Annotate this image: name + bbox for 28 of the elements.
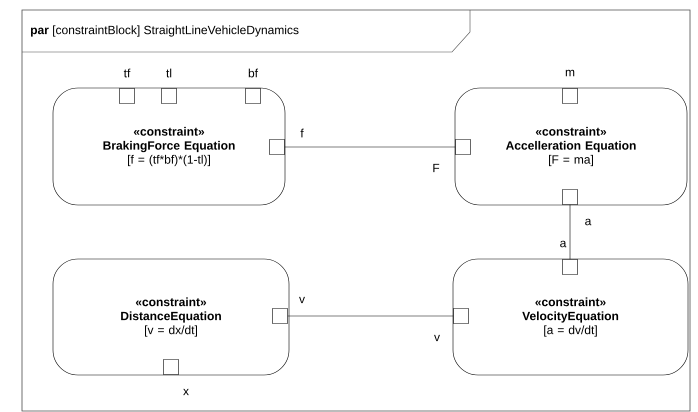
port-label: v	[299, 296, 305, 304]
port-label: f	[300, 128, 304, 138]
port-box	[455, 139, 471, 155]
frame-heading: par [constraintBlock] StraightLineVehicleDynamics	[30, 25, 299, 37]
connector-line	[284, 146, 456, 148]
port-box	[562, 189, 578, 205]
port-box	[269, 139, 285, 155]
port-box	[245, 88, 261, 104]
port-box	[161, 88, 177, 104]
port-box	[562, 259, 578, 275]
port-label: x	[183, 388, 189, 396]
port-box	[562, 88, 578, 104]
port-label: bf	[248, 68, 258, 78]
constraint-block: «constraint» DistanceEquation [v = dx/dt]	[52, 258, 290, 376]
constraint-block: «constraint» BrakingForce Equation [f = (tf*bf)*(1-tl)]	[52, 88, 286, 206]
port-label: tl	[166, 68, 172, 78]
port-box	[163, 359, 179, 375]
port-box	[272, 308, 288, 324]
port-label: tf	[124, 68, 130, 78]
port-box	[453, 308, 469, 324]
port-label: a	[560, 240, 566, 248]
port-label: a	[585, 218, 592, 226]
port-label: v	[434, 334, 440, 342]
constraint-block: «constraint» Accelleration Equation [F = ma]	[454, 88, 688, 206]
port-box	[119, 88, 135, 104]
port-label: F	[433, 164, 440, 172]
port-label: m	[566, 70, 574, 76]
constraint-block: «constraint» VelocityEquation [a = dv/dt]	[452, 258, 688, 376]
